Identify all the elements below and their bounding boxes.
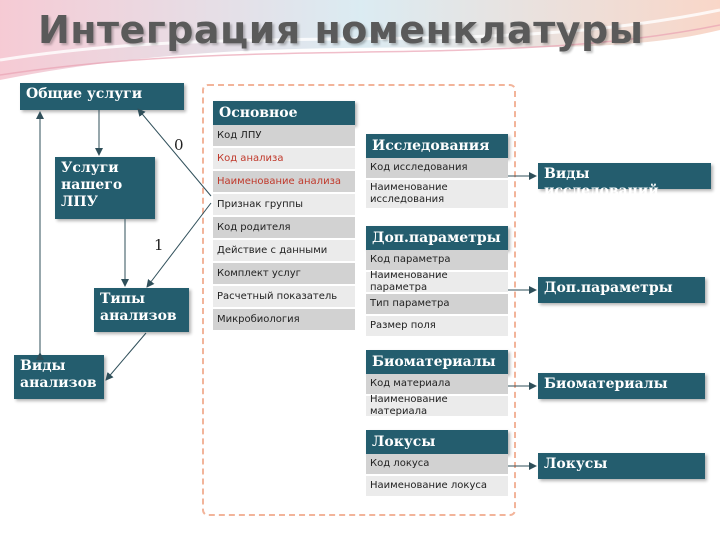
table-row: Код локуса — [366, 454, 508, 476]
table-row: Наименование исследования — [366, 180, 508, 210]
table-biomaterialy-header: Биоматериалы — [366, 350, 508, 374]
table-osnovnoe-row: Код ЛПУ — [213, 125, 355, 148]
box-tipy-analizov: Типы анализов — [94, 288, 189, 332]
box-vidy-issledovaniy: Виды исследований — [538, 163, 711, 199]
table-dop-parametry-header: Доп.параметры — [366, 226, 508, 250]
table-row: Тип параметра — [366, 294, 508, 316]
table-osnovnoe-row: Признак группы — [213, 194, 355, 217]
table-osnovnoe-row: Код анализа — [213, 148, 355, 171]
box-dop-parametry: Доп.параметры — [538, 277, 705, 303]
edge-label-1: 1 — [154, 236, 164, 254]
table-row: Код параметра — [366, 250, 508, 272]
table-row: Размер поля — [366, 316, 508, 338]
table-row: Наименование параметра — [366, 270, 508, 294]
table-osnovnoe-row: Расчетный показатель — [213, 286, 355, 309]
arrow-tipy-to-vidy — [105, 332, 147, 381]
page-title: Интеграция номенклатуры — [38, 8, 644, 52]
box-vidy-analizov: Виды анализов — [14, 355, 104, 399]
table-row: Наименование материала — [366, 394, 508, 418]
table-issledovaniya-header: Исследования — [366, 134, 508, 158]
table-osnovnoe-header: Основное — [213, 101, 355, 125]
table-osnovnoe-row: Комплект услуг — [213, 263, 355, 286]
box-lokusy: Локусы — [538, 453, 705, 479]
box-obschie-uslugi: Общие услуги — [20, 83, 184, 110]
table-osnovnoe-row: Код родителя — [213, 217, 355, 240]
box-uslugi-lpu: Услуги нашего ЛПУ — [55, 157, 155, 219]
table-osnovnoe-row: Действие с данными — [213, 240, 355, 263]
table-row: Наименование локуса — [366, 476, 508, 498]
background-swoosh — [0, 0, 720, 80]
table-osnovnoe-row: Наименование анализа — [213, 171, 355, 194]
integration-frame — [202, 84, 516, 516]
table-lokusy-header: Локусы — [366, 430, 508, 454]
table-osnovnoe-row: Микробиология — [213, 309, 355, 332]
edge-label-0: 0 — [174, 136, 184, 154]
table-row: Код исследования — [366, 158, 508, 180]
table-row: Код материала — [366, 374, 508, 396]
box-biomaterialy: Биоматериалы — [538, 373, 705, 399]
